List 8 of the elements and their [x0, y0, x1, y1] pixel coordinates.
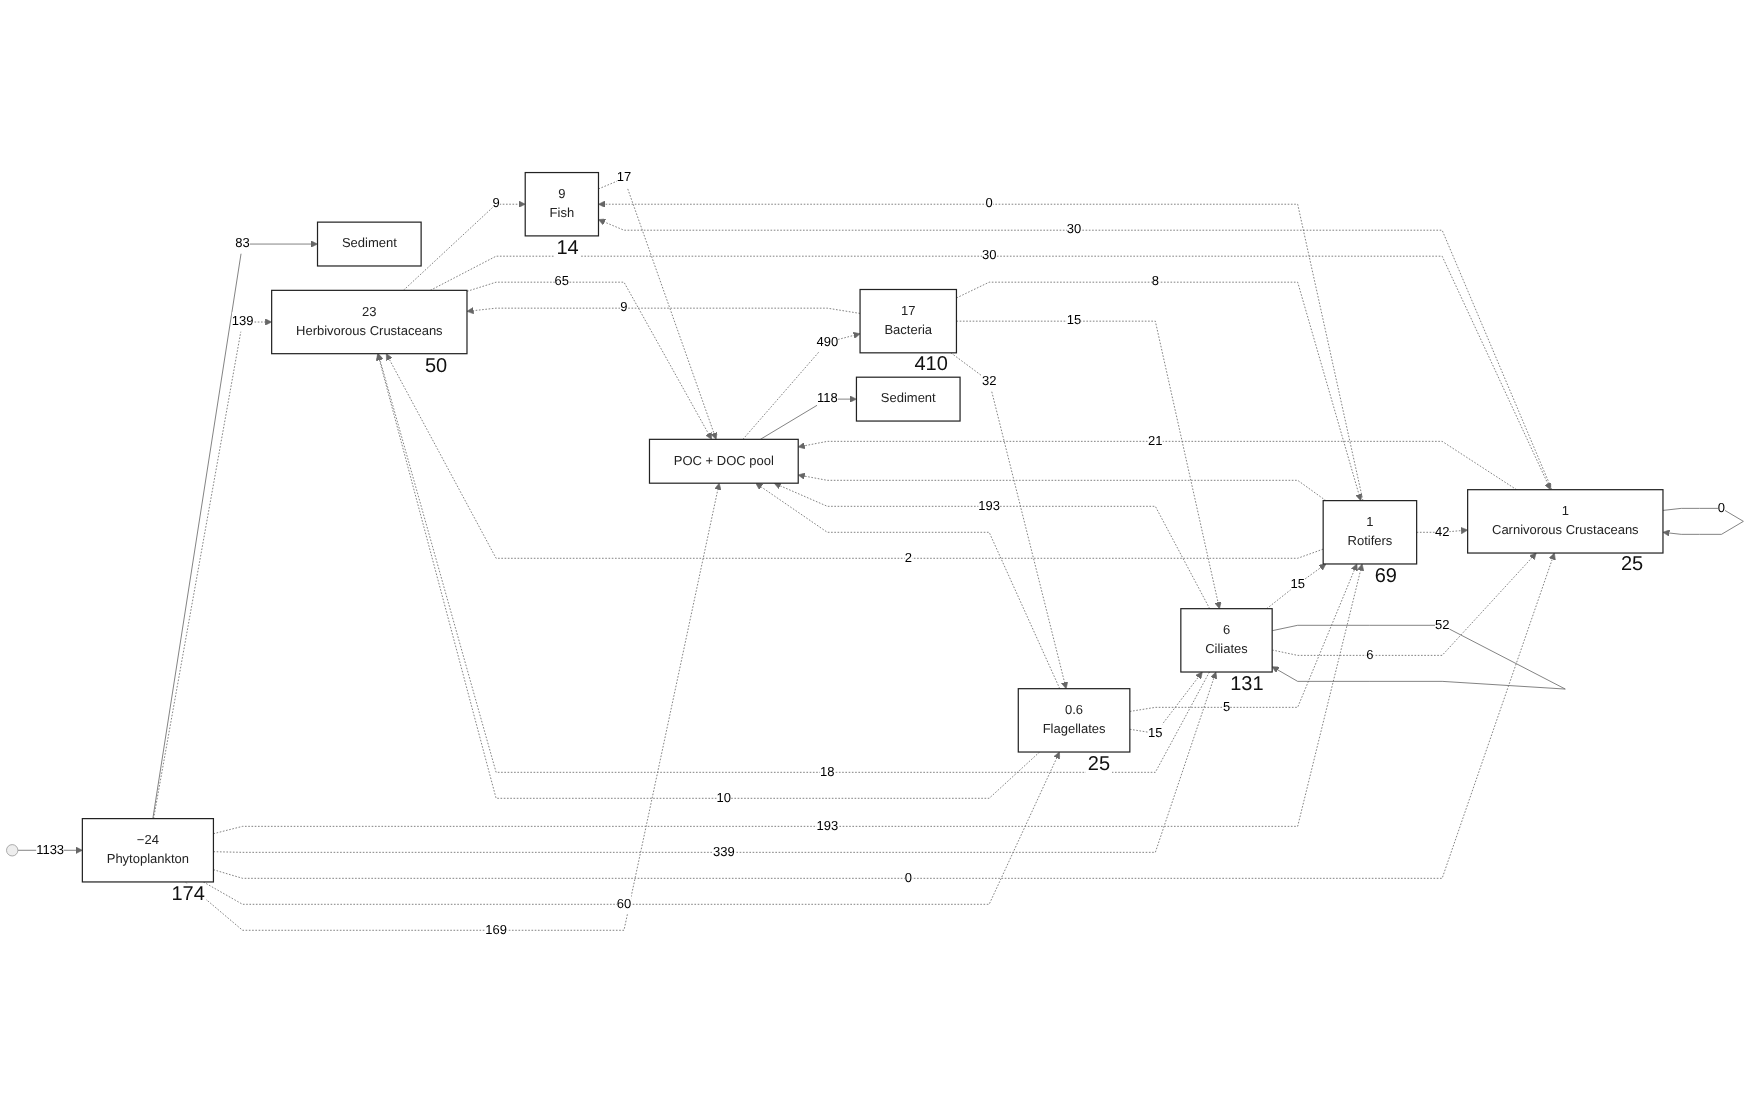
respiration-value: 174: [169, 883, 207, 906]
respiration-value: 14: [554, 237, 581, 260]
respiration-value: 50: [422, 355, 450, 378]
respiration-value: 69: [1372, 565, 1399, 588]
respiration-value: 410: [912, 354, 950, 377]
respiration-value: 131: [1228, 673, 1266, 696]
respiration-value: 25: [1618, 554, 1646, 577]
respiration-value: 25: [1085, 753, 1113, 776]
